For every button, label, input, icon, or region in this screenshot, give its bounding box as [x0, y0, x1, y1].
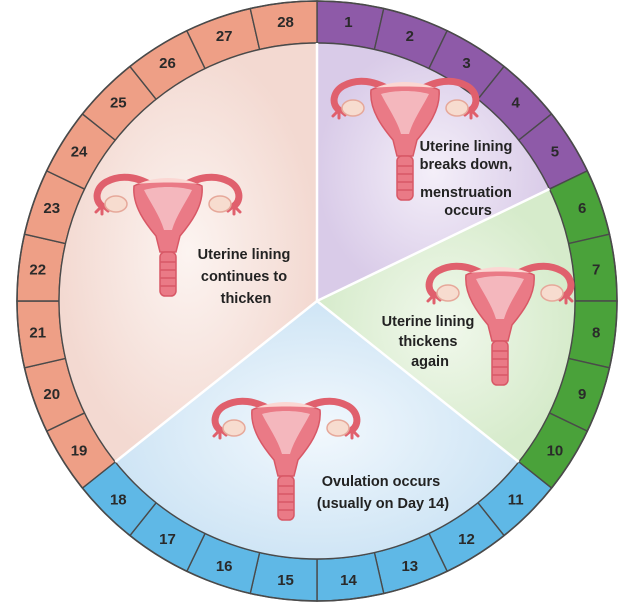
day-number-5: 5	[551, 143, 559, 160]
day-number-16: 16	[216, 558, 233, 575]
day-number-8: 8	[592, 324, 600, 341]
day-number-12: 12	[458, 531, 475, 548]
day-number-22: 22	[29, 262, 46, 279]
day-number-3: 3	[462, 55, 470, 72]
day-number-13: 13	[401, 558, 418, 575]
day-number-19: 19	[71, 443, 88, 460]
day-number-24: 24	[71, 143, 88, 160]
day-number-20: 20	[43, 386, 60, 403]
sector-luteal	[58, 43, 318, 462]
day-number-23: 23	[43, 200, 60, 217]
day-number-25: 25	[110, 94, 127, 111]
day-number-28: 28	[277, 14, 294, 31]
label-thickening: Uterine lining thickens again	[382, 314, 479, 370]
day-number-1: 1	[344, 14, 352, 31]
day-number-27: 27	[216, 28, 233, 45]
day-number-26: 26	[159, 55, 176, 72]
day-number-14: 14	[340, 572, 357, 589]
phase-divider-3	[316, 300, 520, 463]
day-number-10: 10	[547, 443, 564, 460]
day-number-6: 6	[578, 200, 586, 217]
phase-divider-2	[316, 187, 550, 303]
sector-thickening	[317, 189, 575, 462]
label-menstruation: Uterine lining breaks down, menstruation…	[420, 139, 517, 219]
outer-circle-outline	[16, 0, 618, 602]
day-number-2: 2	[406, 28, 414, 45]
day-number-15: 15	[277, 572, 294, 589]
day-number-7: 7	[592, 262, 600, 279]
label-luteal: Uterine lining continues to thicken	[198, 247, 295, 307]
label-ovulation: Ovulation occurs (usually on Day 14)	[317, 474, 449, 512]
day-number-4: 4	[512, 94, 521, 111]
day-number-9: 9	[578, 386, 586, 403]
phase-divider-4	[114, 300, 318, 463]
day-numbers: 1234567891011121314151617181920212223242…	[29, 14, 600, 589]
phase-dividers	[114, 43, 550, 463]
day-number-11: 11	[508, 492, 524, 509]
day-number-18: 18	[110, 492, 127, 509]
day-number-21: 21	[29, 324, 46, 341]
day-number-17: 17	[159, 531, 176, 548]
